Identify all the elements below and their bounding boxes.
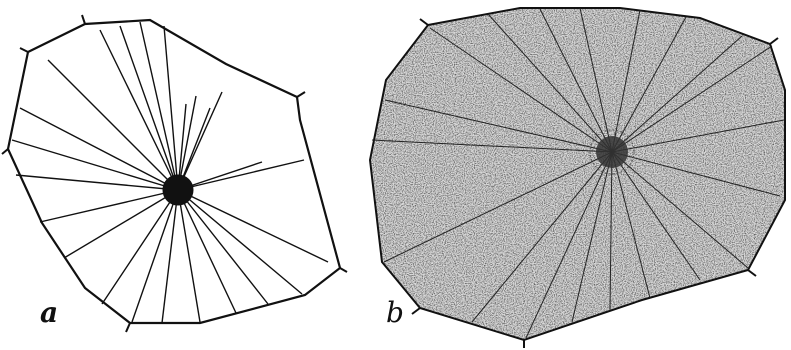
cell-b-stipple — [370, 8, 785, 340]
panel-b-cell — [370, 8, 785, 348]
cell-b-nucleus — [596, 136, 628, 168]
panel-b-label: b — [386, 296, 404, 329]
panel-a-cell — [2, 15, 347, 332]
cell-a-nucleus — [163, 175, 193, 205]
panel-a-label: a — [40, 296, 58, 329]
